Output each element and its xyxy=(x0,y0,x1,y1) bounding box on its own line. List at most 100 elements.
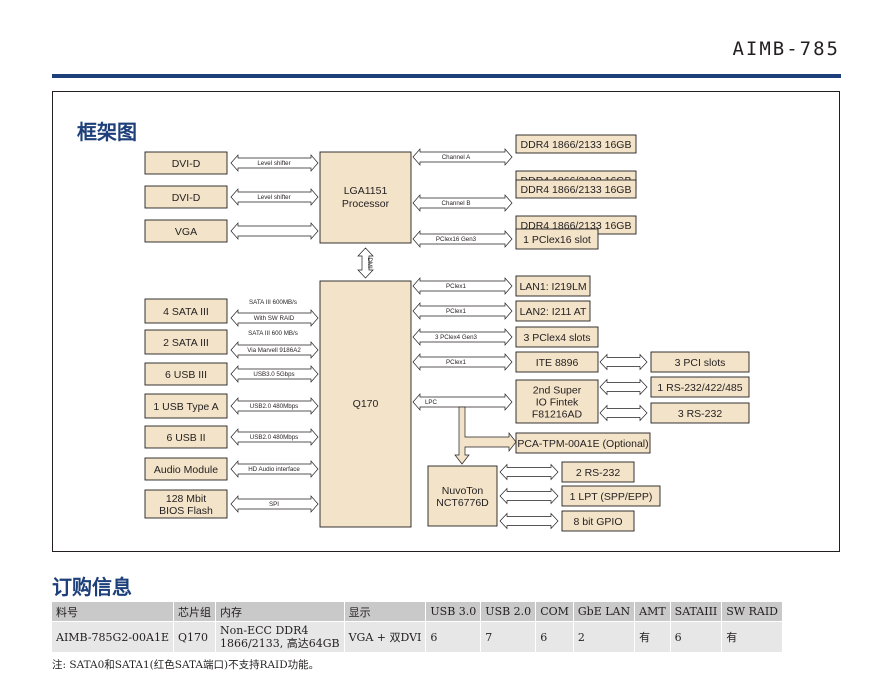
pch-link-label-1: PClex1 xyxy=(446,308,467,315)
lpc-tree-arrow xyxy=(454,406,517,465)
nuvoton-device-box-2-label: 8 bit GPIO xyxy=(573,516,622,528)
nuvoton-link-arrow-2 xyxy=(499,512,559,530)
far-device-box-0-label: 3 PCI slots xyxy=(675,357,726,369)
left-link-label-6-0: USB2.0 480Mbps xyxy=(250,403,299,410)
far-device-box-2-label: 3 RS-232 xyxy=(678,408,723,420)
order-info-title: 订购信息 xyxy=(52,575,132,599)
nuvoton-device-box-0-label: 2 RS-232 xyxy=(576,467,621,479)
pciex16-slot-box xyxy=(515,228,599,250)
channel-label-0: Channel A xyxy=(442,154,471,161)
left-link-label-3-0: SATA III 600MB/s xyxy=(249,299,297,306)
left-box-7 xyxy=(144,425,228,449)
lpc-label: LPC xyxy=(425,399,438,406)
order-cell: VGA + 双DVI xyxy=(344,621,427,652)
far-link-arrow-1 xyxy=(599,378,648,396)
left-box-3 xyxy=(144,298,228,324)
channel-arrow-0 xyxy=(412,148,513,166)
footnote: 注: SATA0和SATA1(红色SATA端口)不支持RAID功能。 xyxy=(52,659,320,671)
ddr-box-2-label: DDR4 1866/2133 16GB xyxy=(521,184,632,196)
left-link-arrow-6-0 xyxy=(230,397,319,415)
left-box-7-label: 6 USB II xyxy=(166,432,205,444)
pch-link-label-3: PClex1 xyxy=(446,359,467,366)
channel-label-1: Channel B xyxy=(442,200,471,207)
left-box-5-label: 6 USB III xyxy=(165,369,207,381)
order-header-cell: 料号 xyxy=(52,602,175,622)
pciex16-arrow xyxy=(412,230,513,248)
left-link-label-4-0: SATA III 600 MB/s xyxy=(248,330,298,337)
left-box-4 xyxy=(144,329,228,355)
pch-link-label-2: 3 PClex4 Gen3 xyxy=(435,334,478,341)
order-cell: 6 xyxy=(670,621,723,652)
left-link-label-8-0: HD Audio interface xyxy=(248,466,300,473)
left-link-label-4-1: Via Marvell 9186A2 xyxy=(247,347,301,354)
pch-link-label-0: PClex1 xyxy=(446,283,467,290)
order-cell: 6 xyxy=(535,621,574,652)
processor-box xyxy=(319,151,412,244)
left-box-6-label: 1 USB Type A xyxy=(153,401,218,413)
order-header-cell: 显示 xyxy=(344,602,427,622)
left-link-arrow-2-0 xyxy=(230,222,319,240)
order-header-cell: COM xyxy=(535,602,574,622)
far-device-box-0 xyxy=(650,351,750,373)
pciex16-link-label: PClex16 Gen3 xyxy=(436,236,477,243)
order-cell: 6 xyxy=(425,621,482,652)
order-header-cell: USB 2.0 xyxy=(480,602,537,622)
left-box-1-label: DVI-D xyxy=(172,192,201,204)
super-io-box-label: F81216AD xyxy=(532,409,583,421)
left-box-0 xyxy=(144,151,228,175)
pch-device-box-0-label: LAN1: I219LM xyxy=(519,281,586,293)
super-io-box xyxy=(515,379,599,424)
pch-device-box-0 xyxy=(515,275,591,297)
nuvoton-link-arrow-1 xyxy=(499,487,559,505)
pch-box xyxy=(319,280,412,528)
super-io-box-label: 2nd Super xyxy=(533,385,582,397)
left-link-label-3-1: With SW RAID xyxy=(254,315,295,322)
order-cell: 有 xyxy=(721,621,783,652)
super-io-box-label: IO Fintek xyxy=(536,397,579,409)
left-box-8 xyxy=(144,457,228,481)
left-link-arrow-4-1 xyxy=(230,341,319,359)
left-box-4-label: 2 SATA III xyxy=(163,337,209,349)
block-diagram-title: 框架图 xyxy=(77,120,137,144)
nuvoton-box-label: NCT6776D xyxy=(436,497,489,509)
left-link-arrow-5-0 xyxy=(230,365,319,383)
left-box-8-label: Audio Module xyxy=(154,464,218,476)
order-header-cell: SATAIII xyxy=(670,602,723,622)
pch-device-box-2-label: 3 PClex4 slots xyxy=(523,332,590,344)
dmi-arrow xyxy=(357,247,374,279)
order-cell: AIMB-785G2-00A1E xyxy=(52,621,175,652)
block-diagram-frame xyxy=(52,91,840,552)
order-cell: Q170 xyxy=(173,621,217,652)
nuvoton-box-label: NuvoTon xyxy=(442,485,484,497)
nuvoton-device-box-0 xyxy=(561,461,635,483)
order-header-cell: USB 3.0 xyxy=(425,602,482,622)
processor-line1: LGA1151 xyxy=(344,185,388,197)
header-rule xyxy=(52,74,841,78)
left-box-2 xyxy=(144,219,228,243)
pch-label: Q170 xyxy=(353,398,379,410)
channel-arrow-1 xyxy=(412,194,513,212)
pch-device-box-3-label: ITE 8896 xyxy=(536,357,579,369)
pch-link-arrow-0 xyxy=(412,277,513,295)
pch-link-arrow-2 xyxy=(412,328,513,346)
tpm-box xyxy=(515,432,651,454)
order-header-cell: 芯片组 xyxy=(173,602,217,622)
far-device-box-1-label: 1 RS-232/422/485 xyxy=(657,382,742,394)
nuvoton-device-box-2 xyxy=(561,510,635,532)
order-header-cell: AMT xyxy=(634,602,671,622)
left-link-arrow-3-1 xyxy=(230,309,319,327)
left-box-2-label: VGA xyxy=(175,226,197,238)
left-box-9 xyxy=(144,489,228,519)
pch-device-box-1-label: LAN2: I211 AT xyxy=(520,306,587,318)
left-box-5 xyxy=(144,362,228,386)
pch-device-box-1 xyxy=(515,300,591,322)
far-device-box-1 xyxy=(650,376,750,398)
order-header-cell: SW RAID xyxy=(721,602,783,622)
left-box-9-label: BIOS Flash xyxy=(159,505,213,517)
left-link-arrow-8-0 xyxy=(230,460,319,478)
left-box-1 xyxy=(144,185,228,209)
left-box-3-label: 4 SATA III xyxy=(163,306,209,318)
